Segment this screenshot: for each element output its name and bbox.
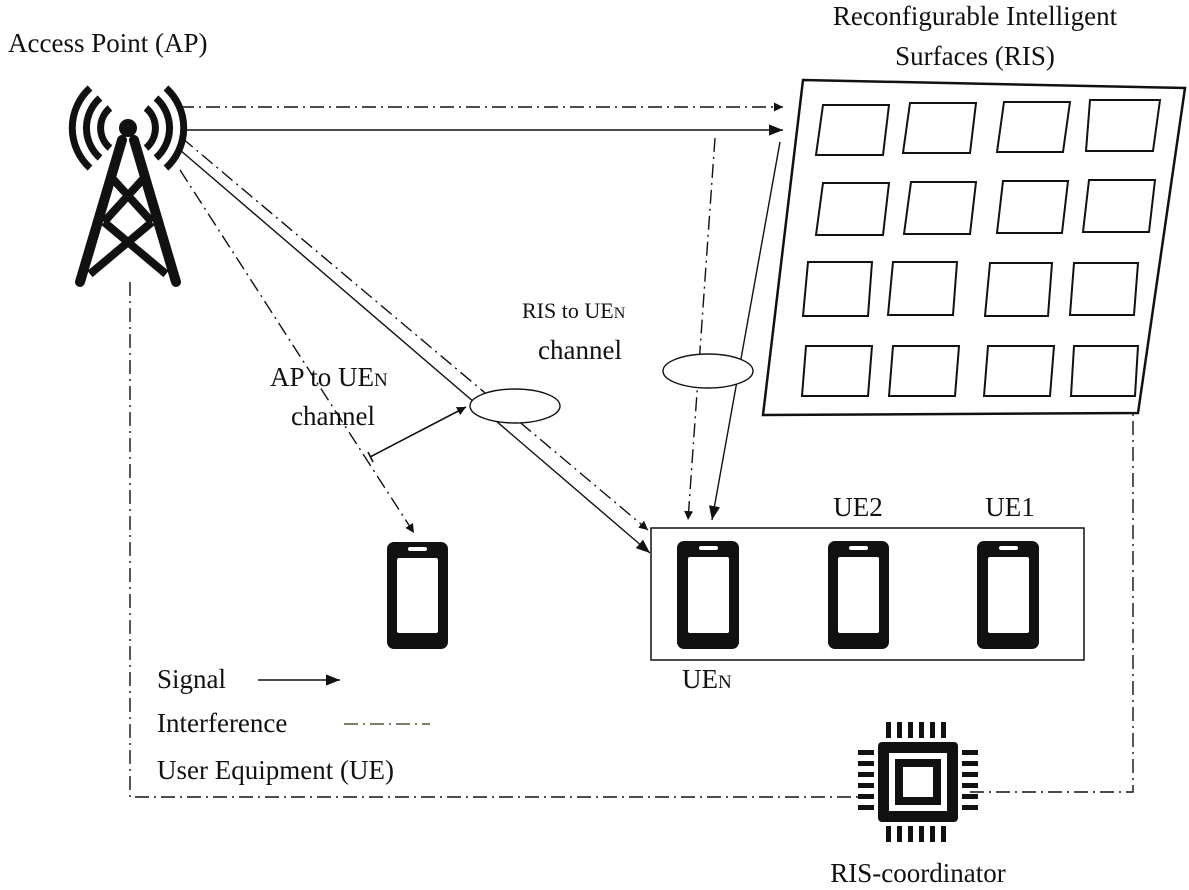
uen-label: UEN (682, 664, 732, 694)
ap-to-uen-channel-label-line2: channel (291, 401, 375, 431)
ap-to-uen-channel-ellipse (469, 388, 561, 424)
ris-label-line2: Surfaces (RIS) (895, 41, 1055, 71)
coordinator-label: RIS-coordinator (830, 858, 1005, 888)
antenna-tower-icon (68, 85, 188, 287)
ue2-label: UE2 (833, 492, 883, 522)
ap-to-uen-channel-pointer (369, 406, 467, 458)
legend-signal-label: Signal (157, 664, 226, 694)
interference-ap-to-ue (179, 169, 415, 534)
legend: Signal Interference User Equipment (UE) (157, 664, 430, 785)
control-ap-to-coordinator (129, 282, 865, 798)
signal-ris-to-uen (708, 141, 781, 521)
ap-to-uen-channel-label: AP to UEN (270, 362, 388, 392)
ris-to-uen-channel-label: RIS to UEN (522, 298, 626, 323)
ris-panel (761, 78, 1187, 417)
ris-label-line1: Reconfigurable Intelligent (833, 1, 1118, 31)
ue1-label: UE1 (985, 492, 1035, 522)
interference-ap-to-uen (181, 137, 649, 531)
ris-to-uen-channel-label-line2: channel (538, 335, 622, 365)
chip-icon (858, 722, 978, 842)
legend-interference-label: Interference (157, 708, 287, 738)
control-coordinator-to-ris (970, 413, 1134, 793)
smartphone-icon (977, 541, 1039, 649)
smartphone-icon (828, 541, 889, 649)
legend-ue-label: User Equipment (UE) (157, 755, 394, 785)
ap-label: Access Point (AP) (8, 28, 207, 58)
interference-ris-to-uen (684, 137, 716, 521)
smartphone-icon (677, 541, 739, 649)
signal-ap-to-uen (179, 149, 651, 554)
smartphone-icon (387, 542, 448, 649)
ue-group-box (650, 527, 1085, 661)
ris-to-uen-channel-ellipse (662, 353, 754, 389)
